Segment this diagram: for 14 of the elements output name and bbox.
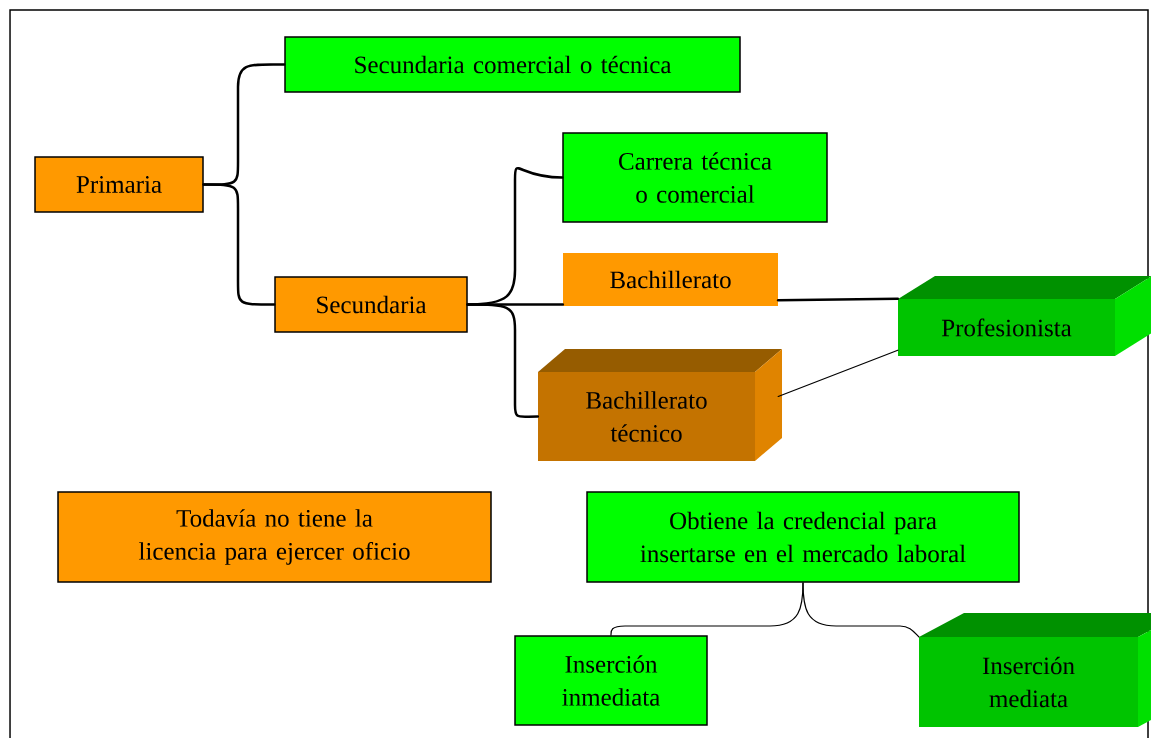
- process-box: Bachillerato: [563, 253, 778, 306]
- process-box: Secundaria: [274, 276, 468, 333]
- connector: [202, 183, 276, 306]
- process-box: Inserción inmediata: [514, 635, 708, 726]
- block-box: Inserción mediata: [919, 613, 1151, 727]
- connector: [466, 303, 540, 419]
- process-box: Primaria: [34, 156, 204, 213]
- block-box: Bachillerato técnico: [538, 349, 782, 461]
- connector: [802, 582, 920, 638]
- process-box: Secundaria comercial o técnica: [284, 36, 741, 93]
- note-box: Todavía no tiene la licencia para ejercer oficio: [57, 491, 492, 583]
- block-box: Profesionista: [898, 276, 1151, 356]
- process-box: Carrera técnica o comercial: [562, 132, 828, 223]
- note-box: Obtiene la credencial para insertarse en el mercado laboral: [586, 491, 1020, 583]
